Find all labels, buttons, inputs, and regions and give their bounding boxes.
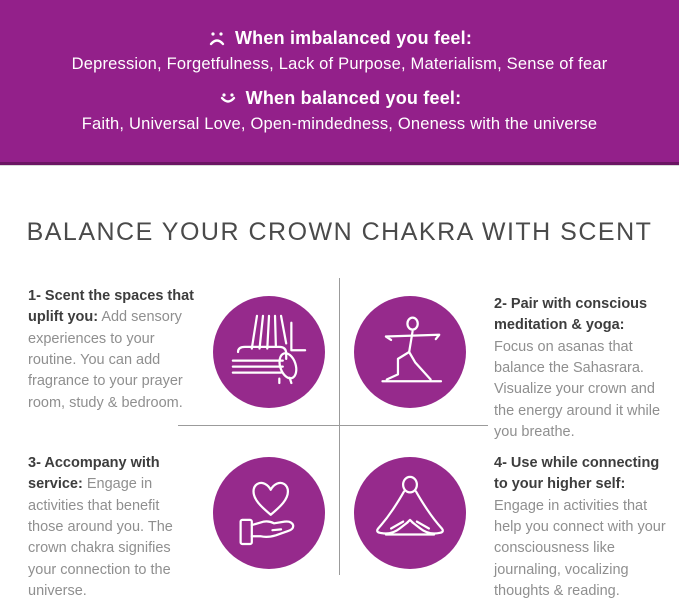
tip-3-body: Engage in activities that benefit those … [28, 476, 173, 599]
tip-2-heading: 2- Pair with conscious meditation & yoga… [494, 296, 648, 334]
vertical-divider [339, 278, 340, 575]
tip-2-body: Focus on asanas that balance the Sahasra… [494, 338, 661, 440]
sofa-curtain-icon [213, 296, 325, 408]
tip-2-text: 2- Pair with conscious meditation & yoga… [494, 294, 668, 443]
tip-3-heading: 3- Accompany with service: [28, 455, 160, 493]
tip-4-body: Engage in activities that help you conne… [494, 497, 666, 599]
tip-1-heading: 1- Scent the spaces that uplift you: [28, 288, 194, 326]
horizontal-divider [178, 425, 488, 426]
section-title: BALANCE YOUR CROWN CHAKRA WITH SCENT [26, 218, 653, 246]
balanced-title: When balanced you feel: [245, 88, 462, 108]
tip-1-body: Add sensory experiences to your routine.… [28, 309, 183, 411]
imbalanced-group: When imbalanced you feel: Depression, Fo… [72, 28, 608, 74]
sad-face-icon [207, 31, 227, 47]
tip-4-heading: 4- Use while connecting to your higher s… [494, 455, 660, 493]
tip-4-text: 4- Use while connecting to your higher s… [494, 453, 672, 602]
heart-in-hand-icon [213, 457, 325, 569]
header-banner: When imbalanced you feel: Depression, Fo… [0, 0, 679, 165]
tip-3-text: 3- Accompany with service: Engage in act… [28, 453, 198, 602]
imbalanced-title: When imbalanced you feel: [234, 28, 473, 48]
happy-face-icon [218, 91, 238, 107]
tip-1-text: 1- Scent the spaces that uplift you: Add… [28, 286, 196, 414]
balanced-group: When balanced you feel: Faith, Universal… [82, 88, 598, 134]
meditation-pose-icon [354, 457, 466, 569]
imbalanced-items: Depression, Forgetfulness, Lack of Purpo… [71, 55, 608, 73]
balanced-items: Faith, Universal Love, Open-mindedness, … [81, 115, 598, 133]
warrior-yoga-pose-icon [354, 296, 466, 408]
imbalanced-heading: When imbalanced you feel: [72, 28, 608, 49]
balanced-heading: When balanced you feel: [82, 88, 598, 109]
